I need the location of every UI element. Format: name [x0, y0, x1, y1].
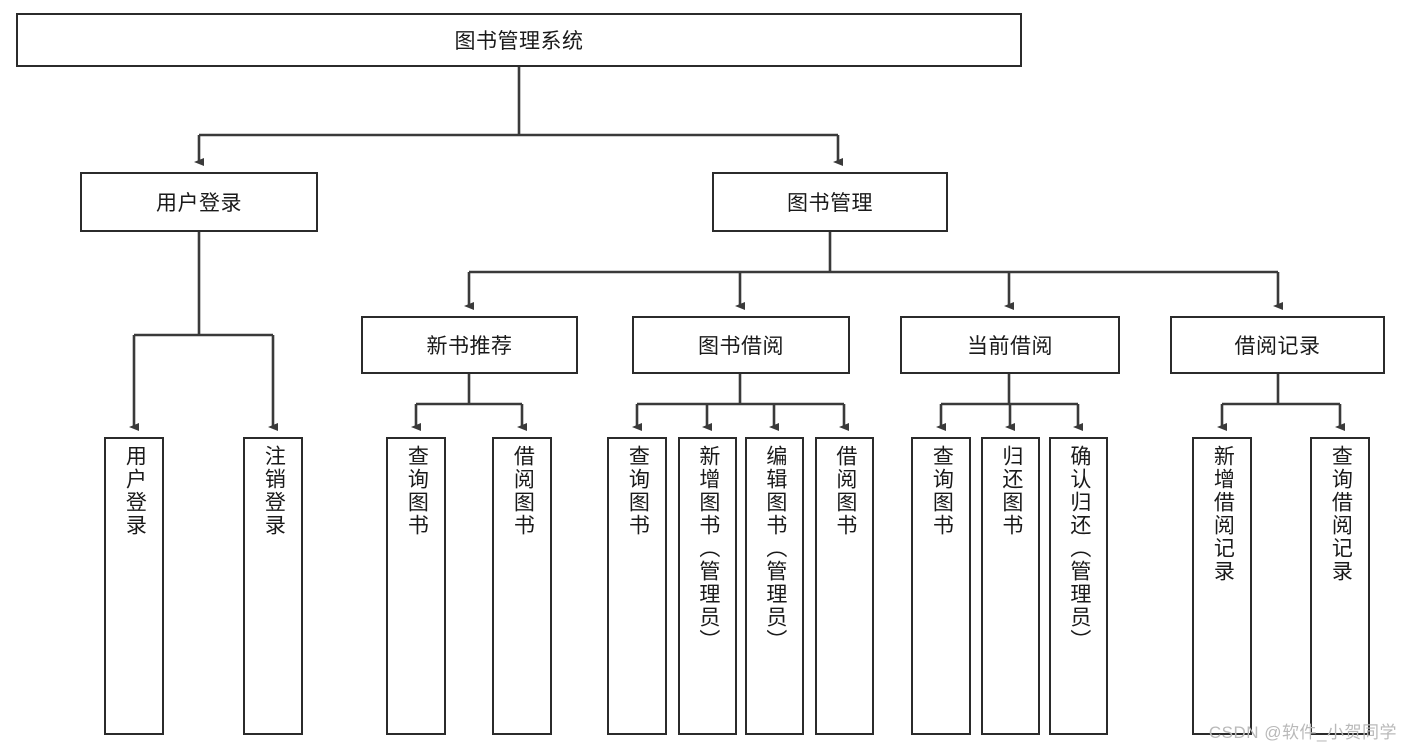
leaf-confirm-return-admin[interactable]: 确认归还（管理员）	[1049, 437, 1108, 735]
leaf-user-login[interactable]: 用户登录	[104, 437, 164, 735]
node-book-borrow[interactable]: 图书借阅	[632, 316, 850, 374]
leaf-label: 查询图书	[930, 445, 954, 537]
node-label: 图书管理	[787, 192, 873, 215]
node-label: 借阅记录	[1234, 335, 1321, 358]
leaf-label: 注销登录	[262, 445, 286, 537]
leaf-label: 用户登录	[123, 445, 147, 537]
node-new-book-recommend[interactable]: 新书推荐	[361, 316, 578, 374]
watermark-text: CSDN @软件_小贺同学	[1208, 723, 1397, 742]
leaf-query-book-borrow[interactable]: 查询图书	[607, 437, 667, 735]
node-label: 图书管理系统	[454, 30, 584, 53]
leaf-label: 编辑图书（管理员）	[763, 445, 787, 652]
node-label: 新书推荐	[426, 335, 513, 358]
node-user-login[interactable]: 用户登录	[80, 172, 318, 232]
leaf-label: 借阅图书	[833, 445, 857, 537]
leaf-add-book-admin[interactable]: 新增图书（管理员）	[678, 437, 737, 735]
node-root-system[interactable]: 图书管理系统	[16, 13, 1022, 67]
leaf-label: 查询图书	[405, 445, 429, 537]
leaf-label: 确认归还（管理员）	[1067, 445, 1091, 652]
node-label: 当前借阅	[967, 335, 1053, 358]
leaf-query-book-current[interactable]: 查询图书	[911, 437, 971, 735]
leaf-edit-book-admin[interactable]: 编辑图书（管理员）	[745, 437, 804, 735]
leaf-borrow-book-new[interactable]: 借阅图书	[492, 437, 552, 735]
leaf-logout[interactable]: 注销登录	[243, 437, 303, 735]
leaf-query-book-new[interactable]: 查询图书	[386, 437, 446, 735]
leaf-label: 新增借阅记录	[1211, 445, 1235, 583]
node-label: 用户登录	[156, 192, 242, 215]
node-borrow-record[interactable]: 借阅记录	[1170, 316, 1385, 374]
leaf-label: 查询借阅记录	[1329, 445, 1353, 583]
leaf-label: 借阅图书	[511, 445, 535, 537]
leaf-label: 归还图书	[999, 445, 1023, 537]
leaf-query-borrow-record[interactable]: 查询借阅记录	[1310, 437, 1370, 735]
leaf-add-borrow-record[interactable]: 新增借阅记录	[1192, 437, 1252, 735]
leaf-return-book[interactable]: 归还图书	[981, 437, 1040, 735]
node-book-management[interactable]: 图书管理	[712, 172, 948, 232]
leaf-borrow-book[interactable]: 借阅图书	[815, 437, 874, 735]
leaf-label: 新增图书（管理员）	[696, 445, 720, 652]
node-label: 图书借阅	[698, 335, 784, 358]
leaf-label: 查询图书	[626, 445, 650, 537]
node-current-borrow[interactable]: 当前借阅	[900, 316, 1120, 374]
